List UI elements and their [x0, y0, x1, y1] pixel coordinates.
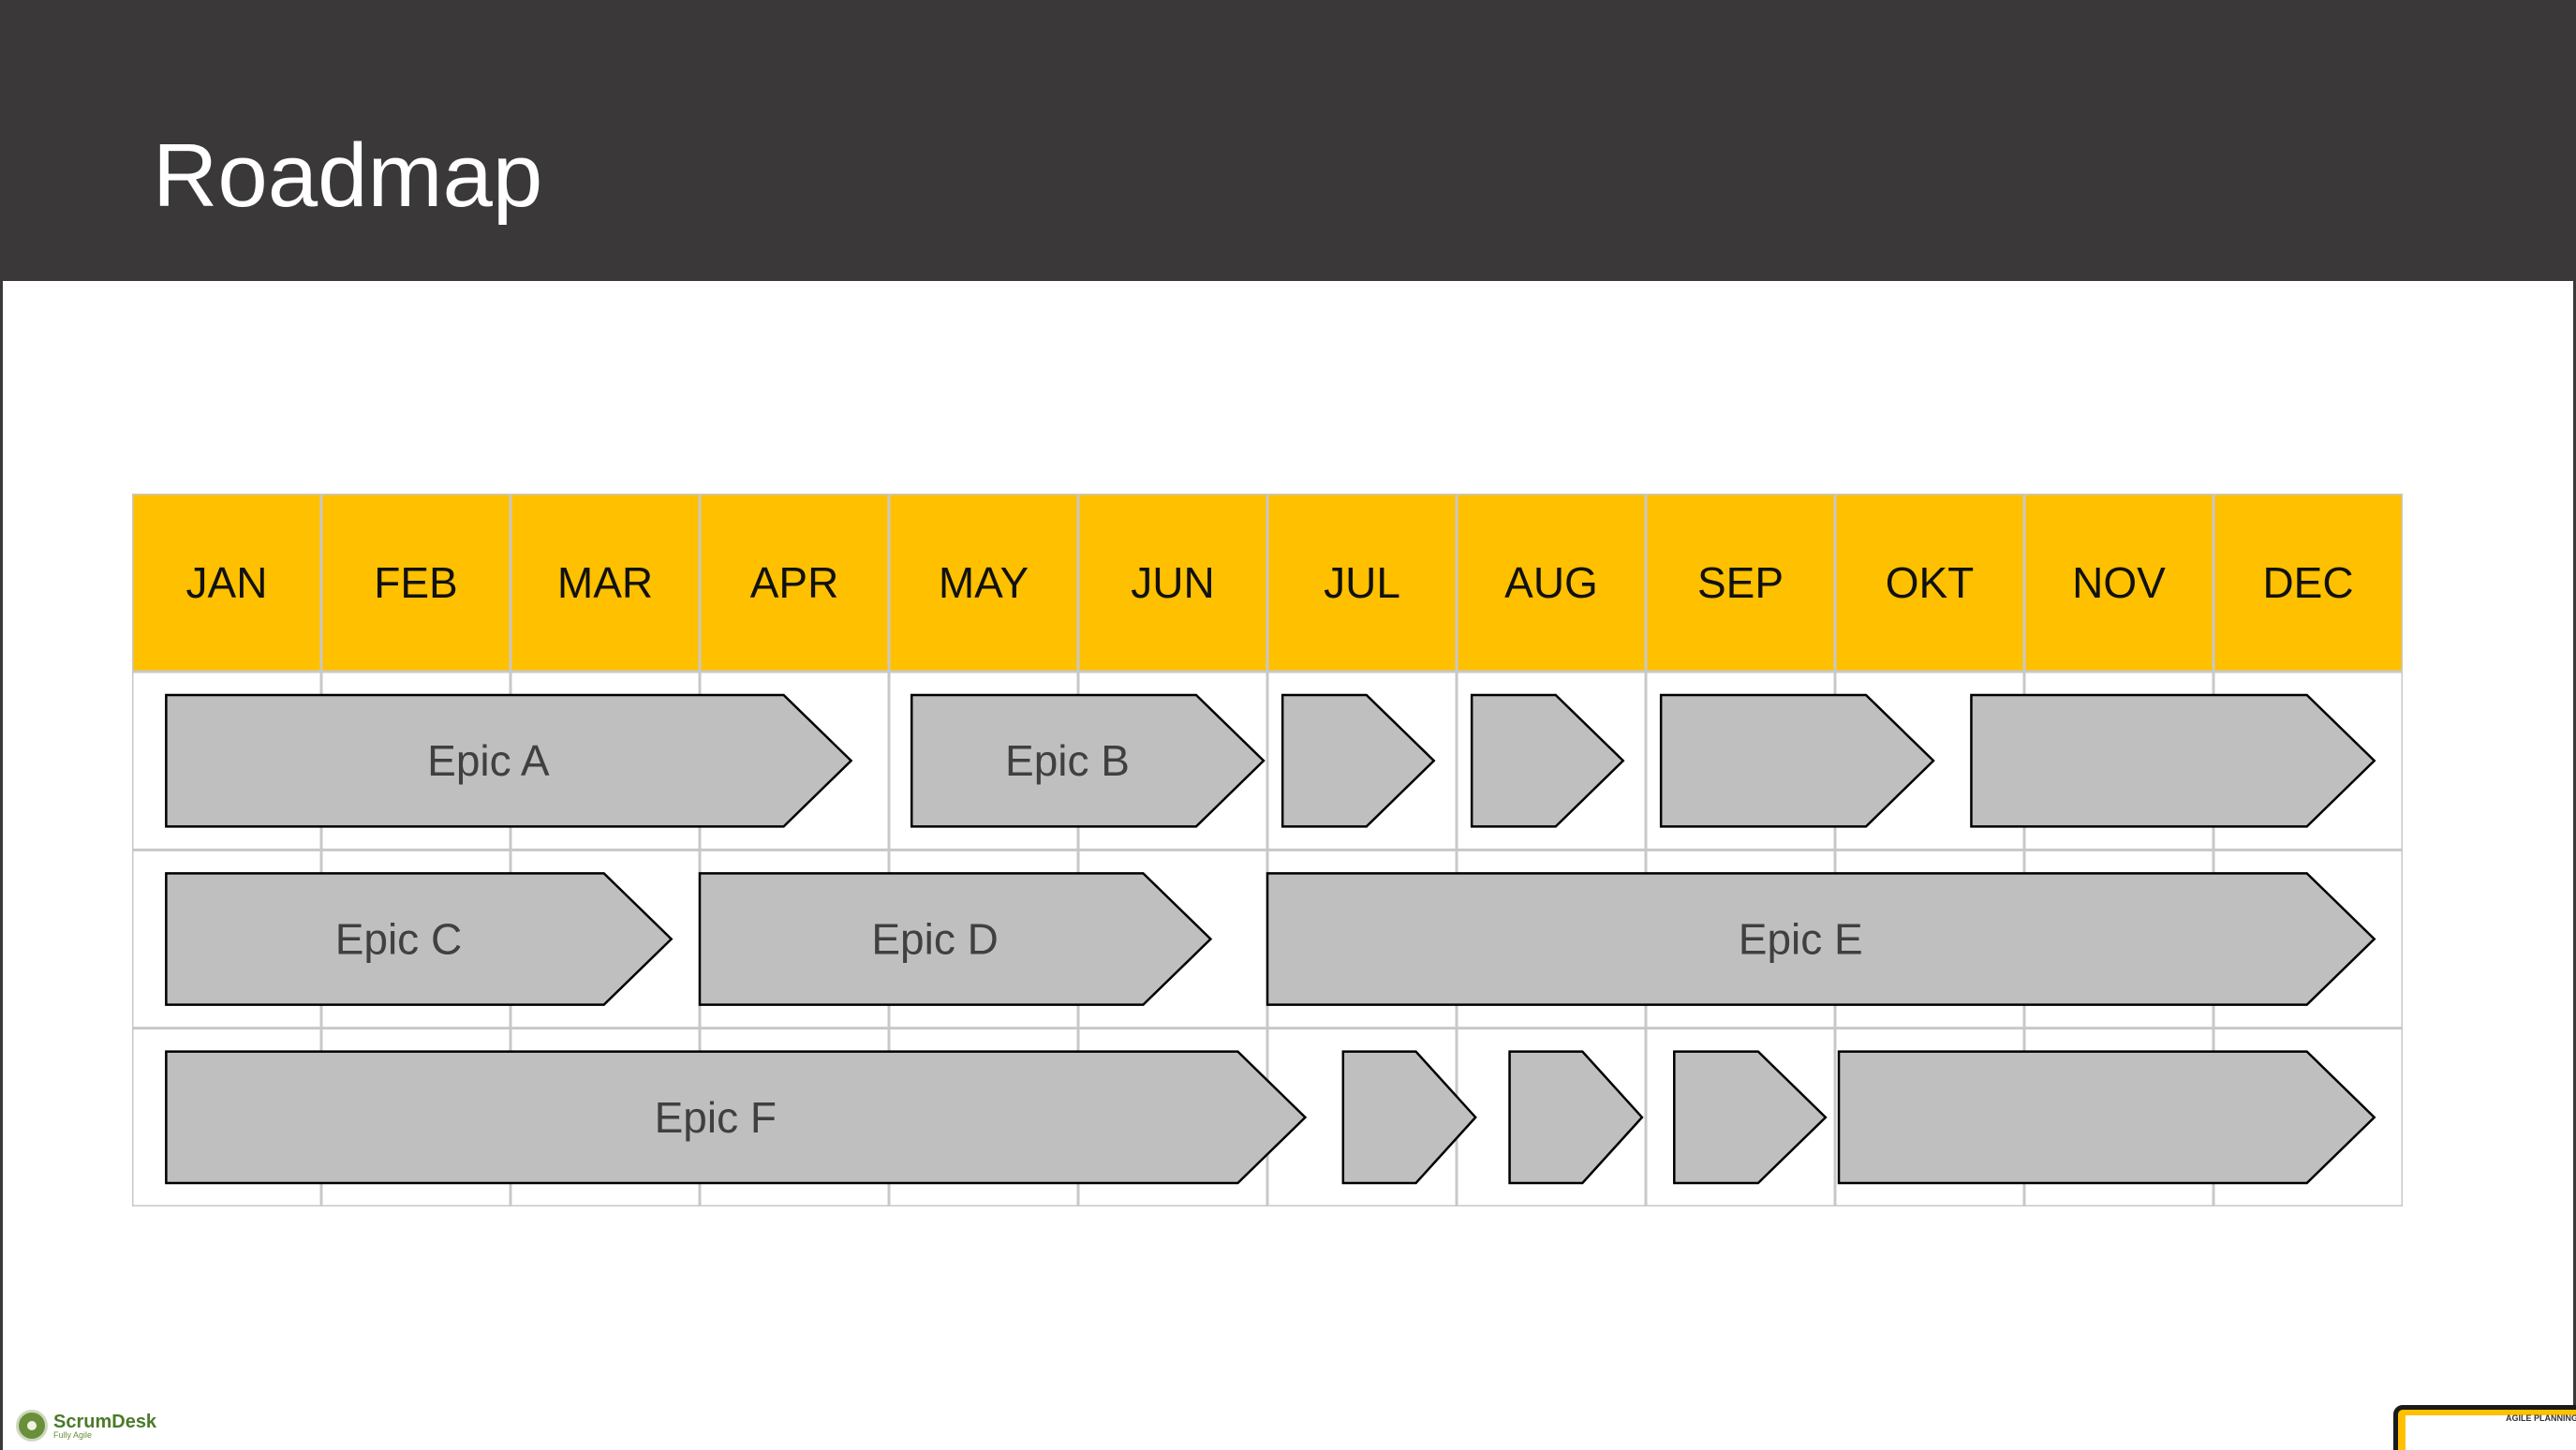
epic-arrow-unlabeled[interactable]: [1341, 1050, 1477, 1185]
epic-arrow-unlabeled[interactable]: [1508, 1050, 1644, 1185]
month-label-aug: AUG: [1504, 558, 1598, 607]
logo-tagline: Fully Agile: [53, 1429, 93, 1440]
epic-arrow-unlabeled[interactable]: [1970, 693, 2376, 828]
thumbnail-title: AGILE PLANNING: [2505, 1413, 2576, 1423]
month-label-apr: APR: [750, 558, 839, 607]
slide-thumbnail[interactable]: AGILE PLANNING: [2393, 1405, 2576, 1450]
month-label-mar: MAR: [557, 558, 653, 607]
month-label-jun: JUN: [1131, 558, 1214, 607]
month-label-dec: DEC: [2262, 558, 2353, 607]
epic-arrow-epic-c[interactable]: [165, 872, 674, 1006]
roadmap-diagram: JAN FEB MAR APR MAY JUN JUL AUG SEP OKT NOV DEC Epic…: [132, 494, 2403, 1206]
logo-name: ScrumDesk: [53, 1411, 157, 1432]
epic-arrow-unlabeled[interactable]: [1673, 1050, 1828, 1185]
month-label-feb: FEB: [374, 558, 457, 607]
slide-title: Roadmap: [153, 126, 543, 226]
month-label-jan: JAN: [186, 558, 268, 607]
epic-label: Epic F: [655, 1093, 777, 1142]
month-label-jul: JUL: [1324, 558, 1400, 607]
epic-arrow-epic-d[interactable]: [698, 872, 1213, 1006]
month-label-may: MAY: [939, 558, 1029, 607]
epic-label: Epic C: [335, 915, 462, 964]
epic-label: Epic E: [1739, 915, 1863, 964]
epic-arrow-unlabeled[interactable]: [1659, 693, 1935, 828]
roadmap-svg: JAN FEB MAR APR MAY JUN JUL AUG SEP OKT NOV DEC Epic…: [132, 494, 2403, 1206]
epic-label: Epic A: [427, 736, 550, 785]
epic-arrow-epic-f[interactable]: [165, 1050, 1308, 1185]
scrumdesk-logo: ScrumDesk Fully Agile: [16, 1410, 156, 1442]
epic-arrow-unlabeled[interactable]: [1837, 1050, 2376, 1185]
title-bar: Roadmap: [3, 0, 2573, 281]
epic-arrow-unlabeled[interactable]: [1281, 693, 1436, 828]
epic-label: Epic D: [871, 915, 998, 964]
epic-arrow-unlabeled[interactable]: [1470, 693, 1625, 828]
logo-icon: [16, 1410, 48, 1442]
epic-label: Epic B: [1005, 736, 1130, 785]
epic-arrow-epic-e[interactable]: [1266, 872, 2376, 1006]
epic-arrow-epic-b[interactable]: [910, 693, 1266, 828]
month-label-okt: OKT: [1886, 558, 1975, 607]
month-label-sep: SEP: [1697, 558, 1784, 607]
epic-arrow-epic-a[interactable]: [165, 693, 853, 828]
month-label-nov: NOV: [2072, 558, 2166, 607]
